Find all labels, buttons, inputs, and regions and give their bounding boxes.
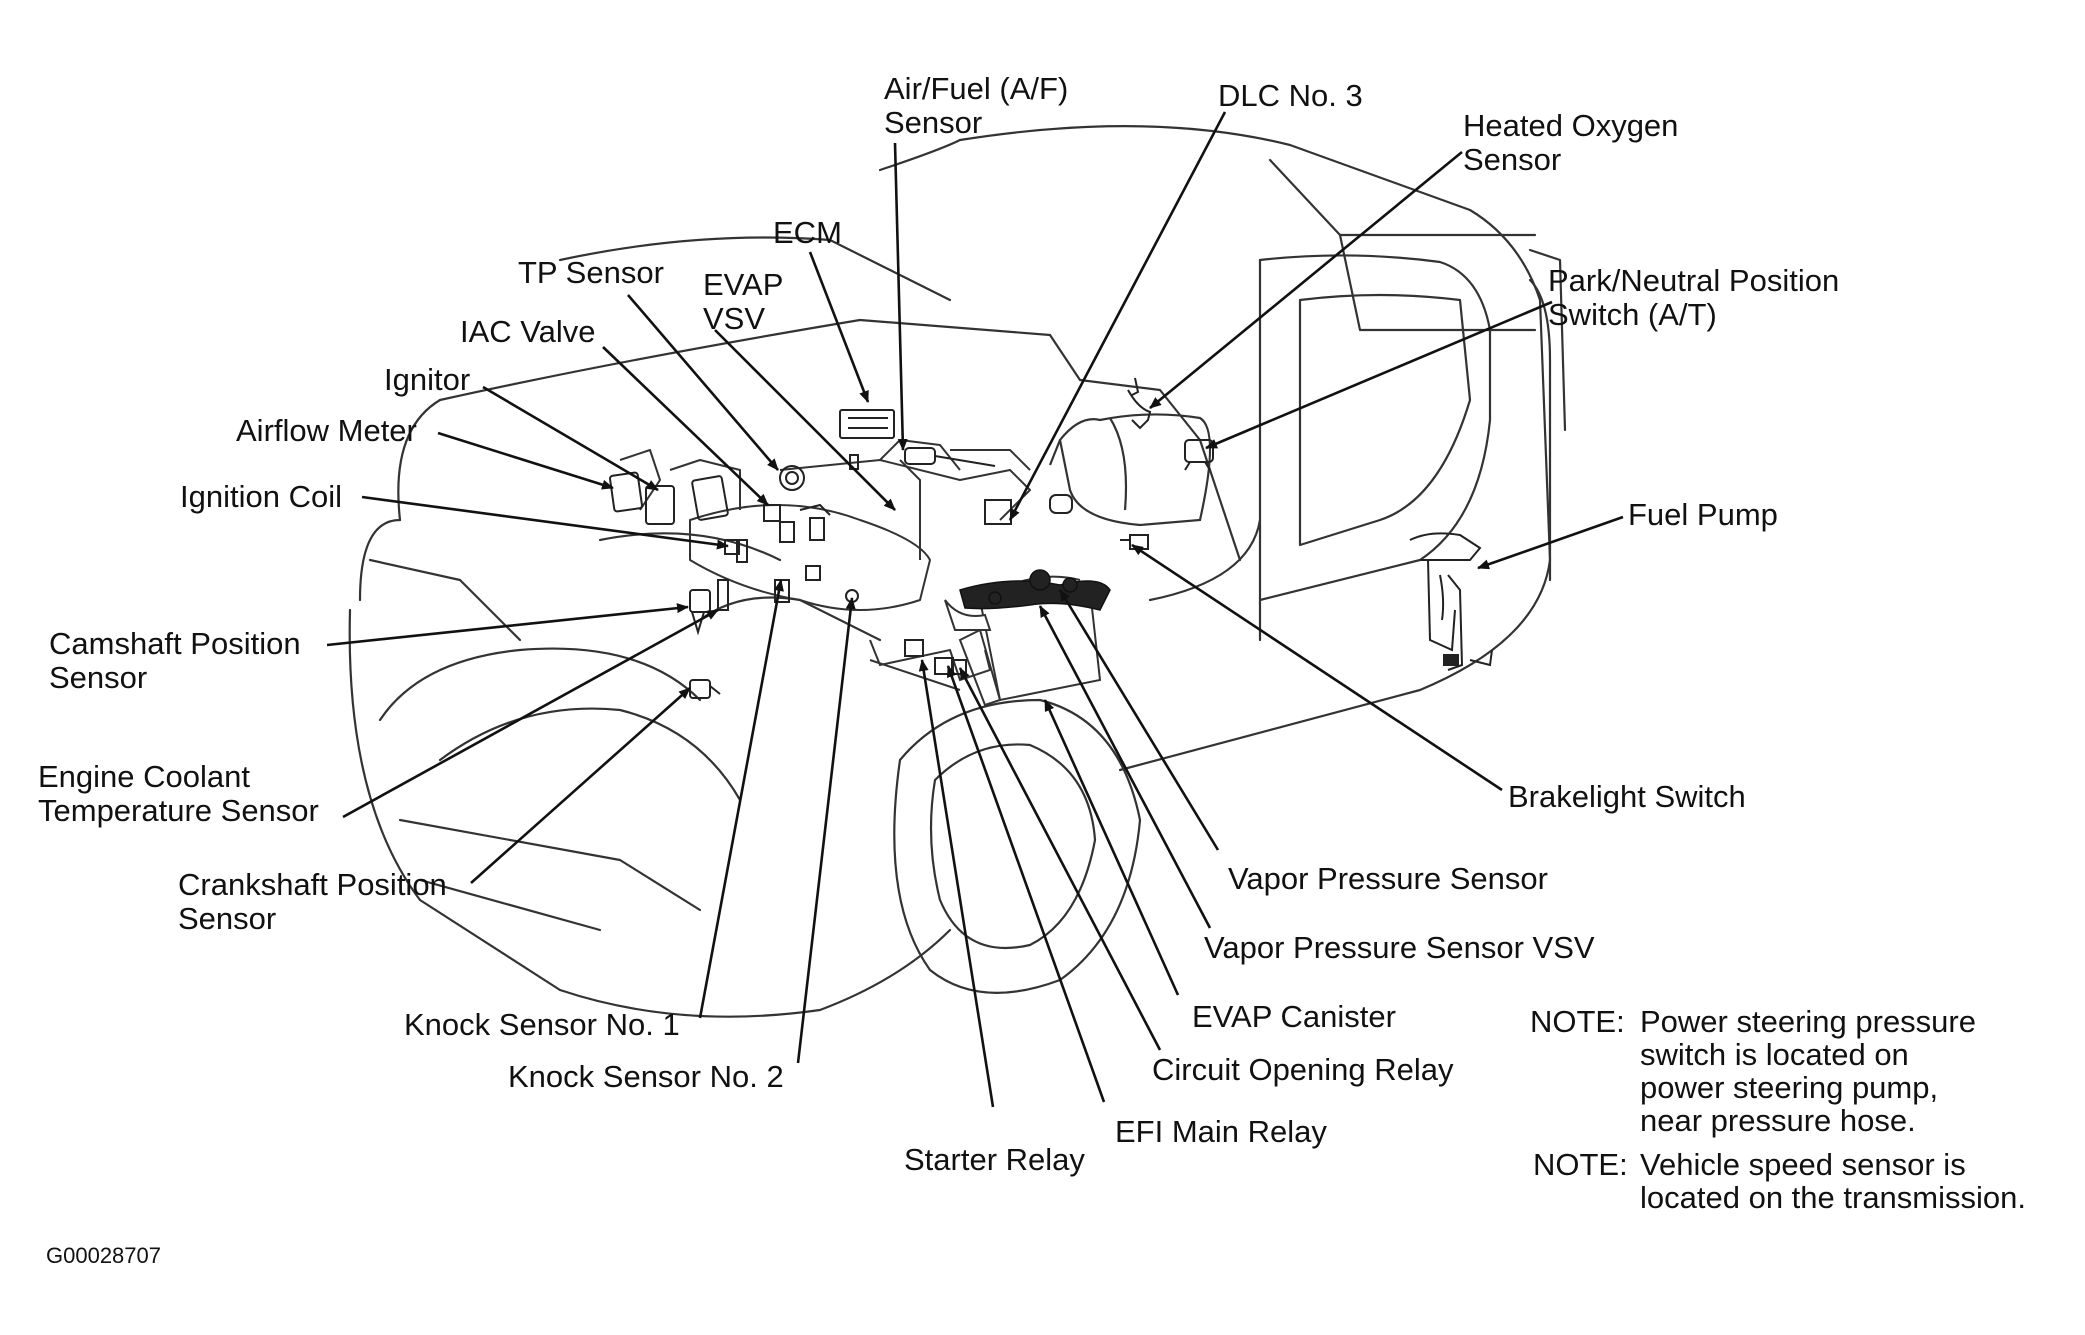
label-brakelight-switch: Brakelight Switch (1508, 779, 1746, 814)
leader-lines (326, 111, 1624, 1108)
figure-code: G00028707 (46, 1243, 161, 1268)
label-airflow-meter: Airflow Meter (236, 413, 417, 448)
label-knock-sensor-2: Knock Sensor No. 2 (508, 1059, 784, 1094)
label-efi-main-relay: EFI Main Relay (1115, 1114, 1327, 1149)
note-heading: NOTE: (1533, 1147, 1628, 1182)
label-park-neutral-position-switch: Park/Neutral Position Switch (A/T) (1548, 263, 1840, 332)
note-text: Vehicle speed sensor is located on the t… (1640, 1147, 2026, 1215)
label-fuel-pump: Fuel Pump (1628, 497, 1778, 532)
label-dlc3: DLC No. 3 (1218, 78, 1363, 113)
component-glyphs (609, 377, 1214, 699)
engine-outline (619, 439, 1031, 611)
fuel-pump-glyph (1409, 532, 1493, 671)
label-af-sensor: Air/Fuel (A/F) Sensor (884, 71, 1069, 140)
dashboard-outline (1048, 413, 1212, 527)
label-vapor-pressure-sensor-vsv: Vapor Pressure Sensor VSV (1204, 930, 1595, 965)
label-camshaft-position-sensor: Camshaft Position Sensor (49, 626, 301, 695)
label-crankshaft-position-sensor: Crankshaft Position Sensor (178, 867, 447, 936)
label-ignition-coil: Ignition Coil (180, 479, 342, 514)
hose-cluster (959, 569, 1111, 611)
label-ecm: ECM (773, 215, 842, 250)
label-vapor-pressure-sensor: Vapor Pressure Sensor (1228, 861, 1548, 896)
note-heading: NOTE: (1530, 1004, 1625, 1039)
label-circuit-opening-relay: Circuit Opening Relay (1152, 1052, 1454, 1087)
note-text: Power steering pressure switch is locate… (1640, 1004, 1976, 1138)
label-engine-coolant-temperature-sensor: Engine Coolant Temperature Sensor (38, 759, 319, 828)
label-evap-vsv: EVAP VSV (703, 267, 784, 336)
label-knock-sensor-1: Knock Sensor No. 1 (404, 1007, 680, 1042)
label-iac-valve: IAC Valve (460, 314, 596, 349)
label-evap-canister: EVAP Canister (1192, 999, 1396, 1034)
label-starter-relay: Starter Relay (904, 1142, 1085, 1177)
label-tp-sensor: TP Sensor (518, 255, 664, 290)
label-ignitor: Ignitor (384, 362, 471, 397)
label-heated-oxygen-sensor: Heated Oxygen Sensor (1463, 108, 1679, 177)
